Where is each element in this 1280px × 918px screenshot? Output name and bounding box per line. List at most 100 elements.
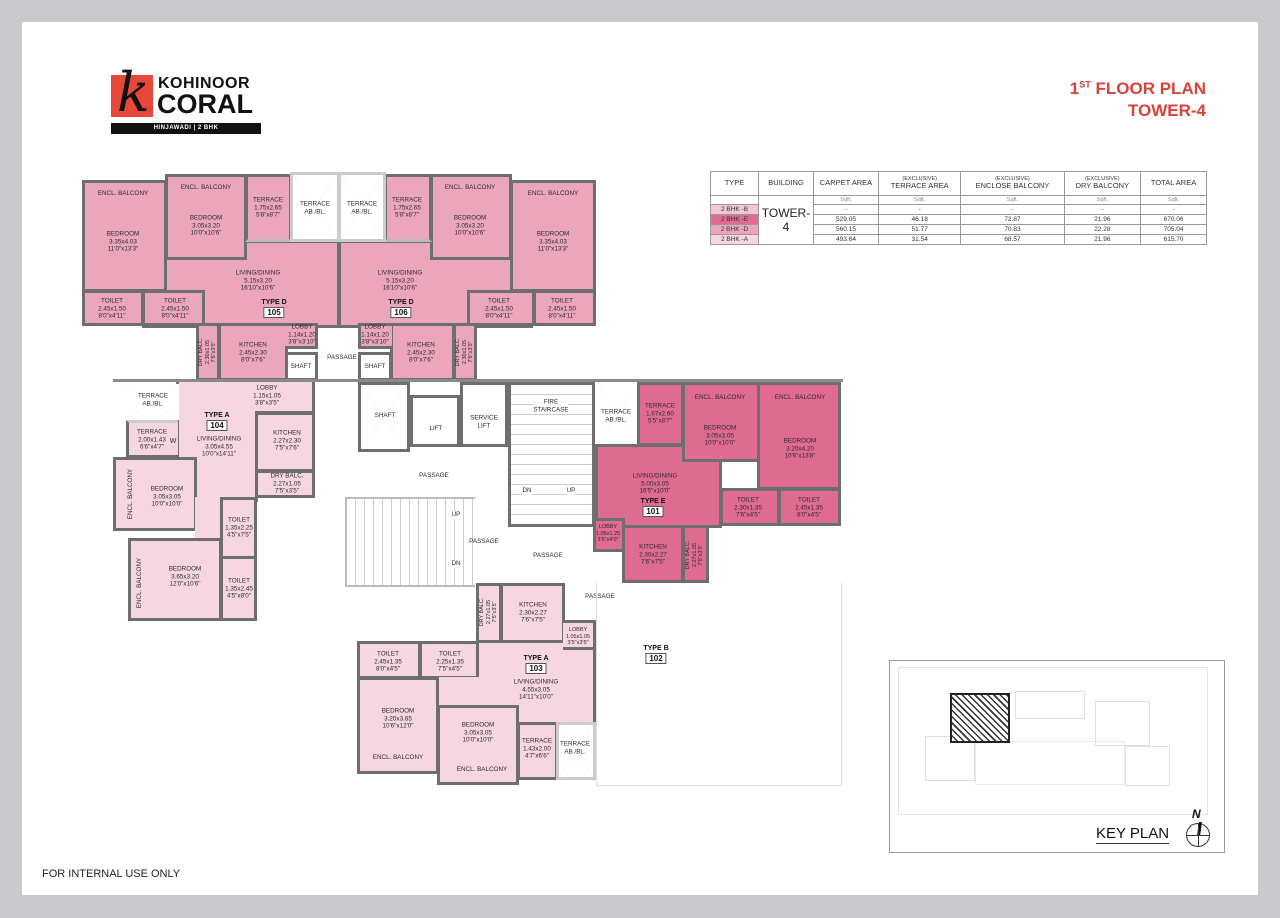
lobby-105 xyxy=(285,323,318,349)
room-label: LOBBY 1.15x1.05 3'8"x3'5" xyxy=(253,384,281,407)
room-label: DRY BALC. 2.27x1.05 7'5"x3'5" xyxy=(270,472,304,495)
room-label: LOBBY 1.14x1.20 3'8"x3'10" xyxy=(361,323,389,346)
room-label: SERVICE LIFT xyxy=(470,414,498,429)
room-label: FIRE STAIRCASE xyxy=(533,398,569,414)
table-cell: 31.54 xyxy=(877,234,962,245)
podium-outline xyxy=(975,741,1125,785)
room-label: LIVING/DINING 5.15x3.20 16'10"x10'6" xyxy=(377,269,423,292)
kitchen-103 xyxy=(500,583,565,643)
room-label: BEDROOM 3.20x3.65 10'6"x12'0" xyxy=(381,707,415,730)
logo-mark-letter: k xyxy=(117,61,150,124)
room-label: KITCHEN 2.45x2.30 8'0"x7'6" xyxy=(407,341,435,364)
room-label: ENCL. BALCONY xyxy=(527,190,579,198)
room-label: ENCL. BALCONY xyxy=(127,468,135,520)
terrace-ab-106 xyxy=(338,172,386,242)
terrace-104 xyxy=(126,420,178,458)
table-cell: 51.77 xyxy=(877,224,962,235)
tower-outline xyxy=(1095,701,1150,746)
footer-note: FOR INTERNAL USE ONLY xyxy=(42,868,181,880)
room-label: TERRACE AB./BL. xyxy=(559,740,591,755)
table-cell: 70.83 xyxy=(960,224,1065,235)
room-label: KITCHEN 2.30x2.27 7'6"x7'5" xyxy=(639,543,667,566)
table-cell: Sqft. xyxy=(1140,195,1207,205)
logo-tagline: HINJAWADI | 2 BHK xyxy=(111,123,261,134)
table-cell: - xyxy=(1140,204,1207,215)
tower-outline xyxy=(1125,746,1170,786)
table-cell: 705.04 xyxy=(1140,224,1207,235)
room-label: LIVING/DINING 5.00x3.05 16'5"x10'0" xyxy=(632,472,678,495)
logo-line2: CORAL xyxy=(157,89,253,119)
col-total: TOTAL AREA xyxy=(1140,171,1207,196)
logo-mark: k xyxy=(111,61,153,124)
room-label: LIVING/DINING 4.55x3.05 14'11"x10'0" xyxy=(513,678,559,701)
room-label: BEDROOM 3.20x4.20 10'6"x13'8" xyxy=(783,437,817,460)
room-label: TOILET 1.35x2.25 4'5"x7'5" xyxy=(225,516,253,539)
room-label: LOBBY 1.05x1.05 3'5"x3'5" xyxy=(565,627,591,647)
room-label: SHAFT xyxy=(290,363,312,371)
bedroom-101-b xyxy=(757,382,841,490)
room-label: TERRACE AB./BL. xyxy=(299,200,331,215)
tower-4-highlight xyxy=(950,693,1010,743)
shaft xyxy=(358,382,410,452)
table-cell: 615.70 xyxy=(1140,234,1207,245)
room-label: TERRACE 1.75x2.65 5'8"x8'7" xyxy=(391,196,423,219)
room-label: TERRACE 1.75x2.65 5'8"x8'7" xyxy=(252,196,284,219)
key-plan: KEY PLAN N xyxy=(889,660,1225,853)
table-cell: Sqft. xyxy=(877,195,962,205)
room-label: BEDROOM 3.35x4.03 11'0"x13'3" xyxy=(536,230,570,253)
room-label: DN xyxy=(451,560,461,568)
table-cell: 529.05 xyxy=(813,214,879,225)
page-title: 1ST FLOOR PLAN TOWER-4 xyxy=(1070,78,1206,122)
lift xyxy=(410,395,460,447)
room-label: BEDROOM 3.05x3.05 10'0"x10'0" xyxy=(703,424,737,447)
room-label: W xyxy=(169,437,177,445)
kitchen-101 xyxy=(622,525,684,583)
toilet-106-b xyxy=(467,290,535,326)
table-cell: Sqft. xyxy=(960,195,1065,205)
room-label: UP xyxy=(566,487,576,495)
toilet-101-b xyxy=(778,488,841,526)
table-cell: 2 BHK -E xyxy=(710,214,759,225)
table-cell: 21.96 xyxy=(1063,214,1142,225)
unit-102-outline xyxy=(596,583,842,786)
terrace-105 xyxy=(245,174,292,242)
room-label: TERRACE 1.43x2.00 4'7"x6'6" xyxy=(521,737,553,760)
room-label: BEDROOM 3.05x3.20 10'0"x10'6" xyxy=(189,214,223,237)
room-label: ENCL. BALCONY xyxy=(136,557,144,609)
site-outline xyxy=(898,667,1208,815)
room-label: TOILET 2.45x1.50 8'0"x4'11" xyxy=(485,297,513,320)
room-label: ENCL. BALCONY xyxy=(444,184,496,192)
room-label: TERRACE AB./BL. xyxy=(346,200,378,215)
room-label: TOILET 2.45x1.35 8'0"x4'5" xyxy=(795,496,823,519)
room-label: LIVING/DINING 3.05x4.55 10'0"x14'11" xyxy=(196,435,242,458)
table-cell xyxy=(710,195,759,205)
table-cell: 46.18 xyxy=(877,214,962,225)
tower-title: TOWER-4 xyxy=(1127,101,1206,121)
key-plan-label: KEY PLAN xyxy=(1096,825,1170,844)
room-label: ENCL. BALCONY xyxy=(97,190,149,198)
table-cell: 670.06 xyxy=(1140,214,1207,225)
tower-outline xyxy=(1015,691,1085,719)
room-label: TOILET 2.45x1.50 8'0"x4'11" xyxy=(161,297,189,320)
room-label: TOILET 1.35x2.45 4'5"x8'0" xyxy=(225,577,253,600)
room-label: DRY BALC. 2.30x1.05 7'6"x3'5" xyxy=(198,337,218,367)
terrace-106 xyxy=(384,174,432,242)
room-label: ENCL. BALCONY xyxy=(694,394,746,402)
room-label: LIVING/DINING 5.15x3.20 16'10"x10'6" xyxy=(235,269,281,292)
room-label: SHAFT xyxy=(374,412,396,420)
table-cell: Sqft. xyxy=(1063,195,1142,205)
terrace-101 xyxy=(637,382,684,446)
logo: k KOHINOOR CORAL HINJAWADI | 2 BHK xyxy=(111,61,261,135)
room-label: TERRACE AB./BL. xyxy=(137,392,169,407)
hall-104 xyxy=(195,497,222,542)
room-label: ENCL. BALCONY xyxy=(774,394,826,402)
table-cell: Sqft. xyxy=(813,195,879,205)
room-label: BEDROOM 3.65x3.20 12'0"x10'6" xyxy=(168,565,202,588)
bedroom-106-b xyxy=(430,174,512,260)
col-dry: (EXCLUSIVE)DRY BALCONY xyxy=(1063,171,1142,196)
room-label: LIFT xyxy=(429,425,443,433)
